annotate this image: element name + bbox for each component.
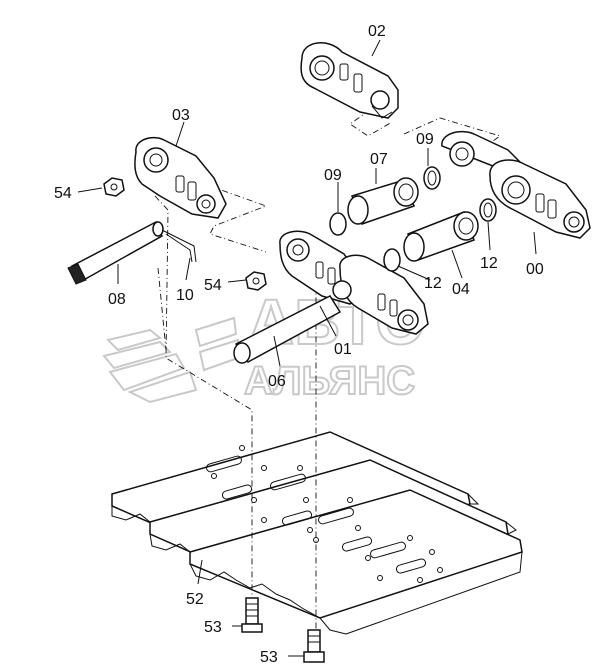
label-53-left: 53 (204, 619, 222, 636)
label-12-left: 12 (424, 275, 442, 292)
track-link-00 (441, 130, 591, 239)
pin-08 (67, 220, 164, 285)
watermark-line2: АЛЬЯНС (244, 359, 415, 403)
bolt-53-left (241, 597, 263, 633)
label-10: 10 (176, 287, 194, 304)
seal-09-right (423, 166, 441, 190)
seal-12-left (383, 248, 401, 272)
label-09-right: 09 (416, 131, 434, 148)
label-00: 00 (526, 261, 544, 278)
track-shoe-plates (111, 431, 523, 635)
pin-06 (233, 295, 342, 364)
watermark-emblem (102, 316, 239, 404)
track-link-03 (134, 136, 227, 219)
assembly-center-lines (154, 109, 502, 650)
label-54-left: 54 (54, 185, 72, 202)
label-52: 52 (186, 591, 204, 608)
bushing-04 (403, 211, 479, 262)
bushing-07 (347, 177, 419, 225)
label-03: 03 (172, 107, 190, 124)
label-01: 01 (334, 341, 352, 358)
seal-12-right (479, 198, 497, 222)
nut-54-left (103, 177, 125, 197)
track-link-01 (279, 230, 429, 335)
spring-pin-10 (161, 229, 197, 263)
label-06: 06 (268, 373, 286, 390)
seal-09-left (329, 212, 347, 236)
seal-rings (329, 166, 497, 272)
label-04: 04 (452, 281, 470, 298)
nut-54-center (245, 271, 267, 291)
label-09-left: 09 (324, 167, 342, 184)
label-12-right: 12 (480, 255, 498, 272)
part-labels: 02 03 09 09 07 54 54 08 10 12 12 04 00 0… (54, 23, 544, 666)
leader-lines (77, 39, 537, 657)
label-07: 07 (370, 151, 388, 168)
track-link-02 (300, 42, 399, 119)
label-08: 08 (108, 291, 126, 308)
bolt-53-right (303, 629, 325, 663)
label-53-right: 53 (260, 649, 278, 666)
label-54-center: 54 (204, 277, 222, 294)
label-02: 02 (368, 23, 386, 40)
